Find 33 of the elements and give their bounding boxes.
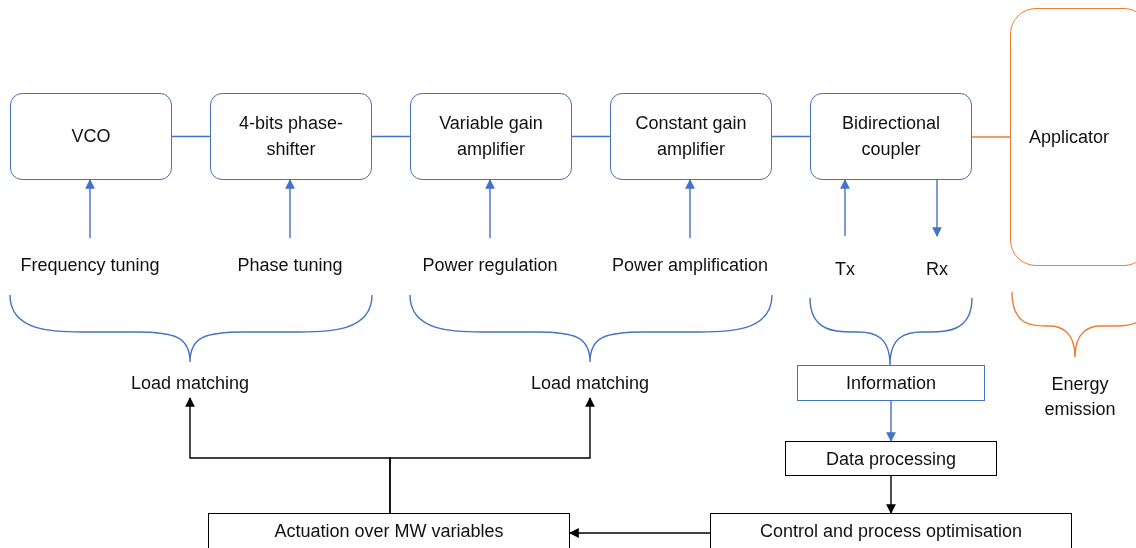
process-box: Constant gain amplifier xyxy=(610,93,772,180)
connector-line xyxy=(171,135,211,138)
process-box: Information xyxy=(797,365,985,401)
connector-line xyxy=(771,135,811,138)
text-label: Rx xyxy=(912,236,962,282)
text-label: Energy emission xyxy=(1025,370,1135,424)
arrow xyxy=(569,528,711,538)
connector-line xyxy=(571,135,611,138)
text-label: Power regulation xyxy=(420,238,560,294)
connector-line xyxy=(371,135,411,138)
arrow xyxy=(886,475,896,514)
arrow xyxy=(886,400,896,442)
text-label: Tx xyxy=(820,236,870,282)
arrow xyxy=(389,397,595,514)
arrow xyxy=(932,179,942,237)
process-box: Variable gain amplifier xyxy=(410,93,572,180)
text-label: Power amplification xyxy=(605,238,775,294)
connector-line xyxy=(971,136,1011,138)
arrow xyxy=(85,179,95,239)
text-label: Frequency tuning xyxy=(20,238,160,294)
text-label: Load matching xyxy=(115,370,265,398)
process-box: VCO xyxy=(10,93,172,180)
process-box: Data processing xyxy=(785,441,997,476)
arrow xyxy=(485,179,495,239)
text-label: Load matching xyxy=(515,370,665,398)
arrow xyxy=(685,179,695,239)
process-box: Control and process optimisation xyxy=(710,513,1072,548)
process-box: 4-bits phase-shifter xyxy=(210,93,372,180)
arrow xyxy=(285,179,295,239)
process-box: Bidirectional coupler xyxy=(810,93,972,180)
process-box: Actuation over MW variables xyxy=(208,513,570,548)
arrow xyxy=(840,179,850,237)
text-label: Phase tuning xyxy=(220,238,360,294)
